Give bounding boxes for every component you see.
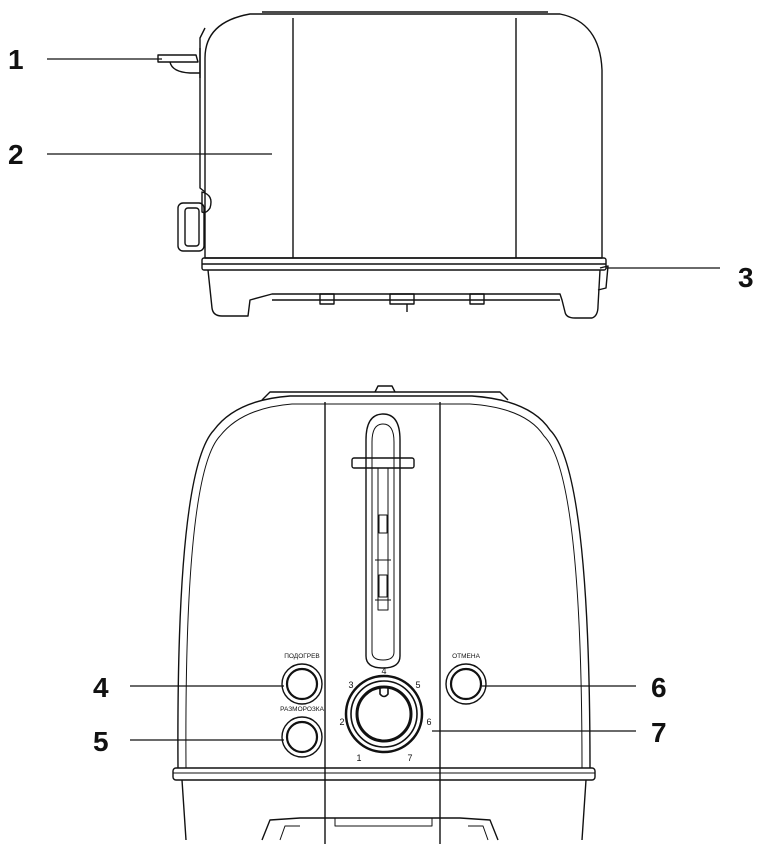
callout-3: 3 [738, 262, 754, 293]
front-lever-slot-inner [371, 423, 395, 661]
defrost-button-inner [285, 720, 319, 754]
front-body-outline [177, 395, 591, 769]
browning-dial-pointer [379, 687, 389, 698]
dial-number-5: 5 [415, 680, 420, 690]
side-rear-tab [597, 265, 609, 291]
side-knob [177, 202, 205, 252]
front-top-knob [374, 385, 396, 393]
front-lever-stem [377, 468, 389, 611]
side-small-button [201, 191, 212, 214]
side-feet-details [319, 293, 485, 312]
cancel-label: ОТМЕНА [452, 653, 480, 660]
leader-lines [47, 58, 720, 741]
toaster-front-view [172, 385, 596, 844]
cancel-button-inner [449, 667, 483, 701]
front-lever-details [375, 514, 391, 601]
front-lever-slot [365, 413, 401, 669]
side-knob-inner [184, 207, 200, 247]
dial-number-2: 2 [339, 717, 344, 727]
dial-number-3: 3 [348, 680, 353, 690]
callout-5: 5 [93, 726, 109, 757]
callout-4: 4 [93, 672, 109, 703]
browning-dial-outer [344, 674, 424, 754]
dial-number-7: 7 [407, 753, 412, 763]
reheat-button [281, 663, 323, 705]
front-top-rim [261, 391, 509, 401]
side-base [207, 269, 601, 319]
front-base [181, 779, 587, 841]
callout-7: 7 [651, 717, 667, 748]
callout-6: 6 [651, 672, 667, 703]
browning-dial-knob [355, 685, 413, 743]
defrost-button [281, 716, 323, 758]
dial-number-6: 6 [426, 717, 431, 727]
defrost-label: РАЗМОРОЗКА [280, 706, 325, 713]
reheat-label: ПОДОГРЕВ [284, 653, 320, 660]
front-body-inner-outline [185, 403, 583, 769]
dial-number-1: 1 [356, 753, 361, 763]
browning-dial-ring [350, 680, 418, 748]
cancel-button [445, 663, 487, 705]
dial-number-4: 4 [381, 666, 386, 676]
reheat-button-inner [285, 667, 319, 701]
dial-numbers: 1 2 3 4 5 6 7 [339, 666, 431, 763]
side-lever-grip [169, 61, 200, 74]
front-feet-details [279, 818, 489, 841]
side-lever [157, 54, 199, 63]
callout-2: 2 [8, 139, 24, 170]
callout-1: 1 [8, 44, 24, 75]
front-panel-labels: ПОДОГРЕВ РАЗМОРОЗКА ОТМЕНА [280, 653, 480, 713]
toaster-side-view [157, 11, 609, 319]
side-back-strip [199, 27, 206, 193]
side-body-outline [204, 13, 603, 259]
front-base-band [172, 767, 596, 781]
front-lever-handle [351, 457, 415, 469]
callout-numbers: 1 2 3 4 5 6 7 [8, 44, 754, 757]
